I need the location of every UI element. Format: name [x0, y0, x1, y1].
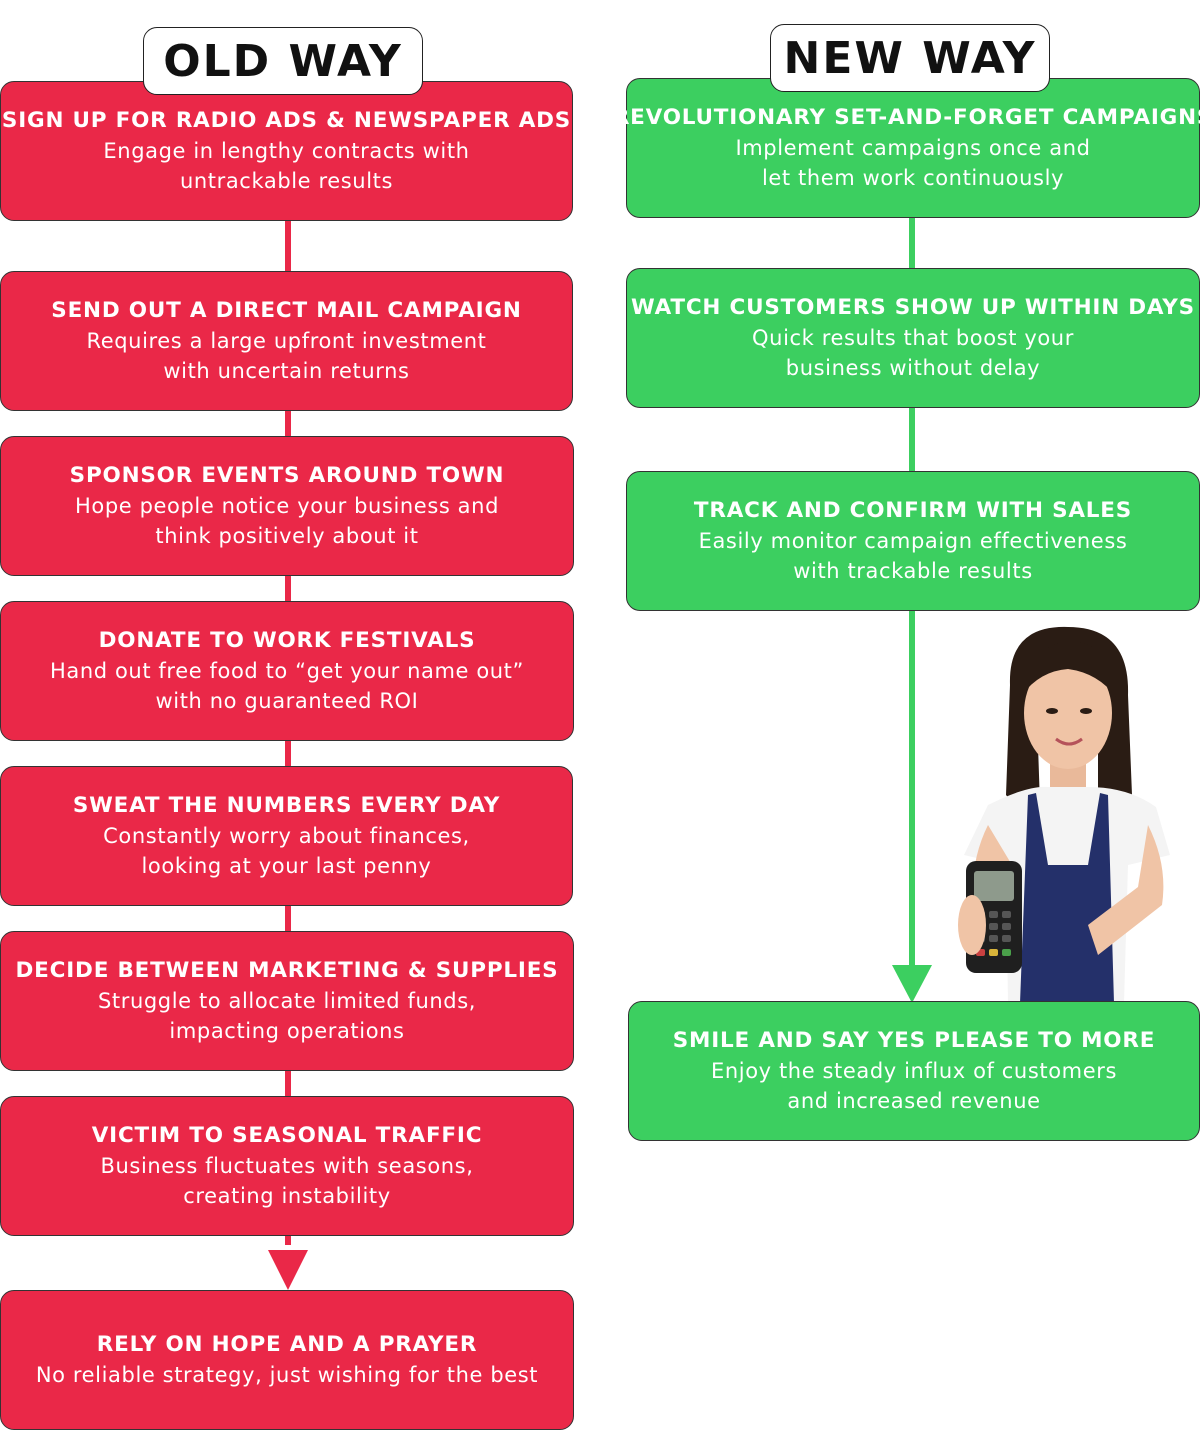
step-description: Engage in lengthy contracts with untrack…	[103, 139, 470, 193]
new-way-step-3: TRACK AND CONFIRM WITH SALES Easily moni…	[626, 471, 1200, 611]
step-description: Hope people notice your business and thi…	[75, 494, 499, 548]
step-title: SEND OUT A DIRECT MAIL CAMPAIGN	[51, 298, 522, 323]
step-description: Business fluctuates with seasons, creati…	[100, 1154, 474, 1208]
old-way-step-3: SPONSOR EVENTS AROUND TOWN Hope people n…	[0, 436, 574, 576]
old-way-step-2: SEND OUT A DIRECT MAIL CAMPAIGN Requires…	[0, 271, 573, 411]
old-way-step-6: DECIDE BETWEEN MARKETING & SUPPLIES Stru…	[0, 931, 574, 1071]
step-description: Struggle to allocate limited funds, impa…	[97, 989, 477, 1043]
step-title: SIGN UP FOR RADIO ADS & NEWSPAPER ADS	[1, 108, 572, 133]
old-way-step-1: SIGN UP FOR RADIO ADS & NEWSPAPER ADS En…	[0, 81, 573, 221]
woman-holding-card-terminal-icon	[958, 626, 1170, 1003]
old-way-step-7: VICTIM TO SEASONAL TRAFFIC Business fluc…	[0, 1096, 574, 1236]
old-way-step-5: SWEAT THE NUMBERS EVERY DAY Constantly w…	[0, 766, 573, 906]
step-description: Requires a large upfront investment with…	[86, 329, 487, 383]
old-way-arrowhead	[268, 1250, 308, 1290]
step-title: SMILE AND SAY YES PLEASE TO MORE	[672, 1028, 1156, 1053]
new-way-step-4: SMILE AND SAY YES PLEASE TO MORE Enjoy t…	[628, 1001, 1200, 1141]
step-title: TRACK AND CONFIRM WITH SALES	[693, 498, 1133, 523]
step-title: REVOLUTIONARY SET-AND-FORGET CAMPAIGNS	[612, 105, 1200, 130]
step-title: RELY ON HOPE AND A PRAYER	[96, 1332, 478, 1357]
step-description: Hand out free food to “get your name out…	[49, 659, 524, 713]
old-way-step-4: DONATE TO WORK FESTIVALS Hand out free f…	[0, 601, 574, 741]
new-way-step-1: REVOLUTIONARY SET-AND-FORGET CAMPAIGNS I…	[613, 78, 1200, 218]
step-description: Enjoy the steady influx of customers and…	[710, 1059, 1118, 1113]
new-way-arrowhead	[892, 965, 932, 1003]
step-description: Constantly worry about finances, looking…	[103, 824, 470, 878]
old-way-heading: OLD WAY	[143, 27, 423, 95]
step-title: DONATE TO WORK FESTIVALS	[98, 628, 476, 653]
step-title: SWEAT THE NUMBERS EVERY DAY	[72, 793, 501, 818]
new-way-step-2: WATCH CUSTOMERS SHOW UP WITHIN DAYS Quic…	[626, 268, 1200, 408]
step-description: No reliable strategy, just wishing for t…	[35, 1363, 539, 1387]
new-way-heading: NEW WAY	[770, 24, 1050, 92]
step-title: WATCH CUSTOMERS SHOW UP WITHIN DAYS	[631, 295, 1195, 320]
step-title: DECIDE BETWEEN MARKETING & SUPPLIES	[15, 958, 559, 983]
step-description: Quick results that boost your business w…	[752, 326, 1074, 380]
step-description: Easily monitor campaign effectiveness wi…	[698, 529, 1128, 583]
step-description: Implement campaigns once and let them wo…	[735, 136, 1091, 190]
step-title: SPONSOR EVENTS AROUND TOWN	[69, 463, 505, 488]
step-title: VICTIM TO SEASONAL TRAFFIC	[91, 1123, 483, 1148]
old-way-step-8: RELY ON HOPE AND A PRAYER No reliable st…	[0, 1290, 574, 1430]
